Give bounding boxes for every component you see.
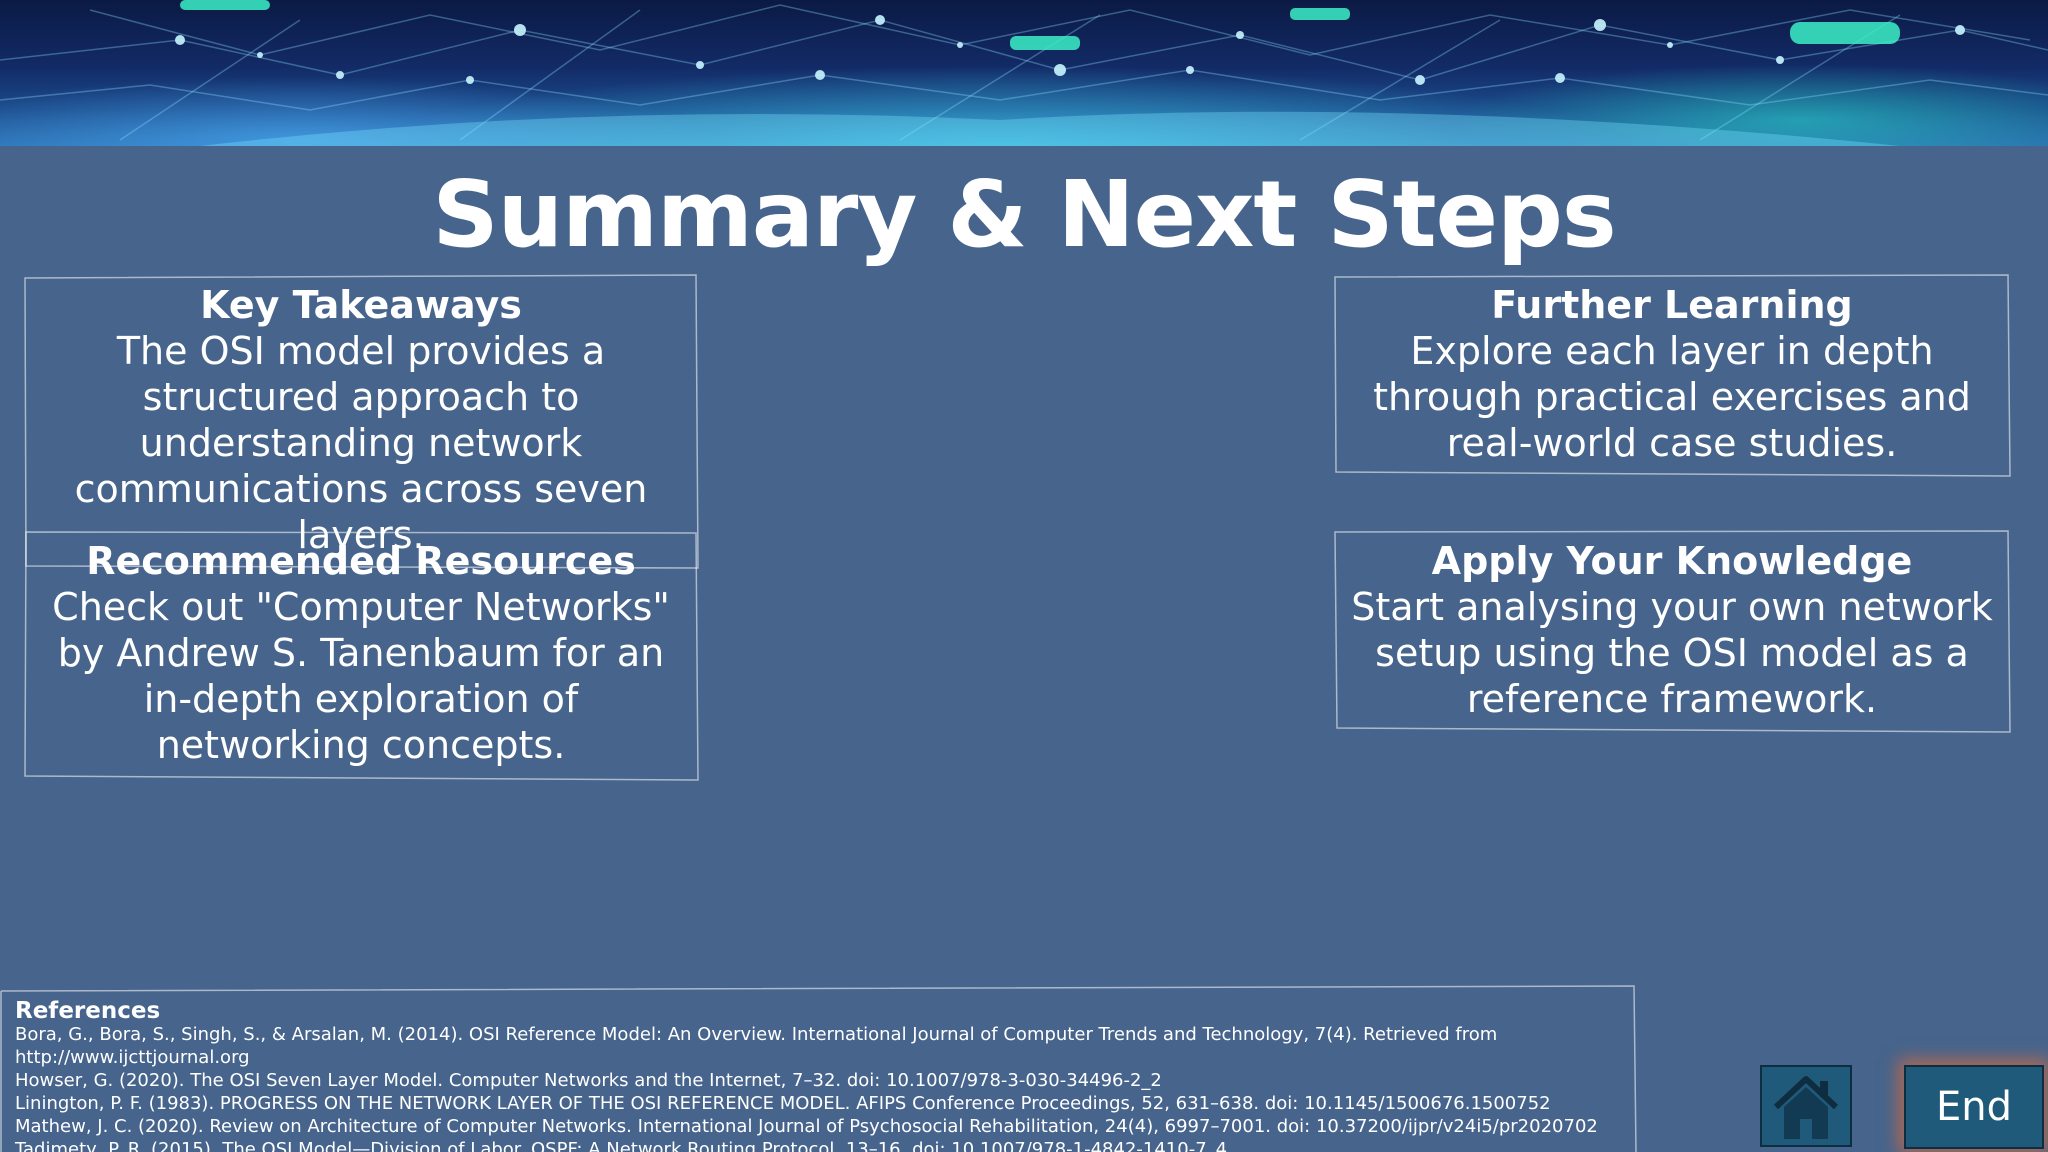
further-learning-heading: Further Learning xyxy=(1491,283,1853,327)
card-border xyxy=(1334,530,2011,733)
apply-knowledge-heading: Apply Your Knowledge xyxy=(1431,539,1913,583)
references-list: Bora, G., Bora, S., Singh, S., & Arsalan… xyxy=(15,1023,1615,1152)
references-panel: References Bora, G., Bora, S., Singh, S.… xyxy=(0,985,1638,1152)
key-takeaways-card: Key Takeaways The OSI model provides a s… xyxy=(24,274,699,570)
reference-item: Mathew, J. C. (2020). Review on Architec… xyxy=(15,1116,1598,1137)
home-button[interactable] xyxy=(1760,1065,1852,1147)
card-border xyxy=(24,531,699,781)
end-button[interactable]: End xyxy=(1904,1065,2044,1149)
reference-item: Tadimety, P. R. (2015). The OSI Model—Di… xyxy=(15,1139,1228,1152)
key-takeaways-heading: Key Takeaways xyxy=(200,283,522,327)
key-takeaways-body: The OSI model provides a structured appr… xyxy=(74,329,648,557)
reference-item: Bora, G., Bora, S., Singh, S., & Arsalan… xyxy=(15,1024,1498,1068)
reference-item: Linington, P. F. (1983). PROGRESS ON THE… xyxy=(15,1093,1551,1114)
apply-knowledge-body: Start analysing your own network setup u… xyxy=(1351,585,1993,721)
recommended-resources-body: Check out "Computer Networks" by Andrew … xyxy=(52,585,670,767)
references-border xyxy=(0,985,1637,1152)
apply-knowledge-card: Apply Your Knowledge Start analysing you… xyxy=(1334,530,2011,736)
card-border xyxy=(1334,274,2011,477)
reference-item: Howser, G. (2020). The OSI Seven Layer M… xyxy=(15,1070,1162,1091)
card-border xyxy=(24,274,699,569)
network-graphic xyxy=(0,0,2048,146)
references-title: References xyxy=(15,998,161,1024)
header-banner-image xyxy=(0,0,2048,146)
further-learning-body: Explore each layer in depth through prac… xyxy=(1373,329,1971,465)
home-icon xyxy=(1773,1076,1839,1139)
recommended-resources-card: Recommended Resources Check out "Compute… xyxy=(24,530,699,782)
page-title: Summary & Next Steps xyxy=(432,161,1616,268)
recommended-resources-heading: Recommended Resources xyxy=(86,539,636,583)
further-learning-card: Further Learning Explore each layer in d… xyxy=(1334,274,2011,480)
